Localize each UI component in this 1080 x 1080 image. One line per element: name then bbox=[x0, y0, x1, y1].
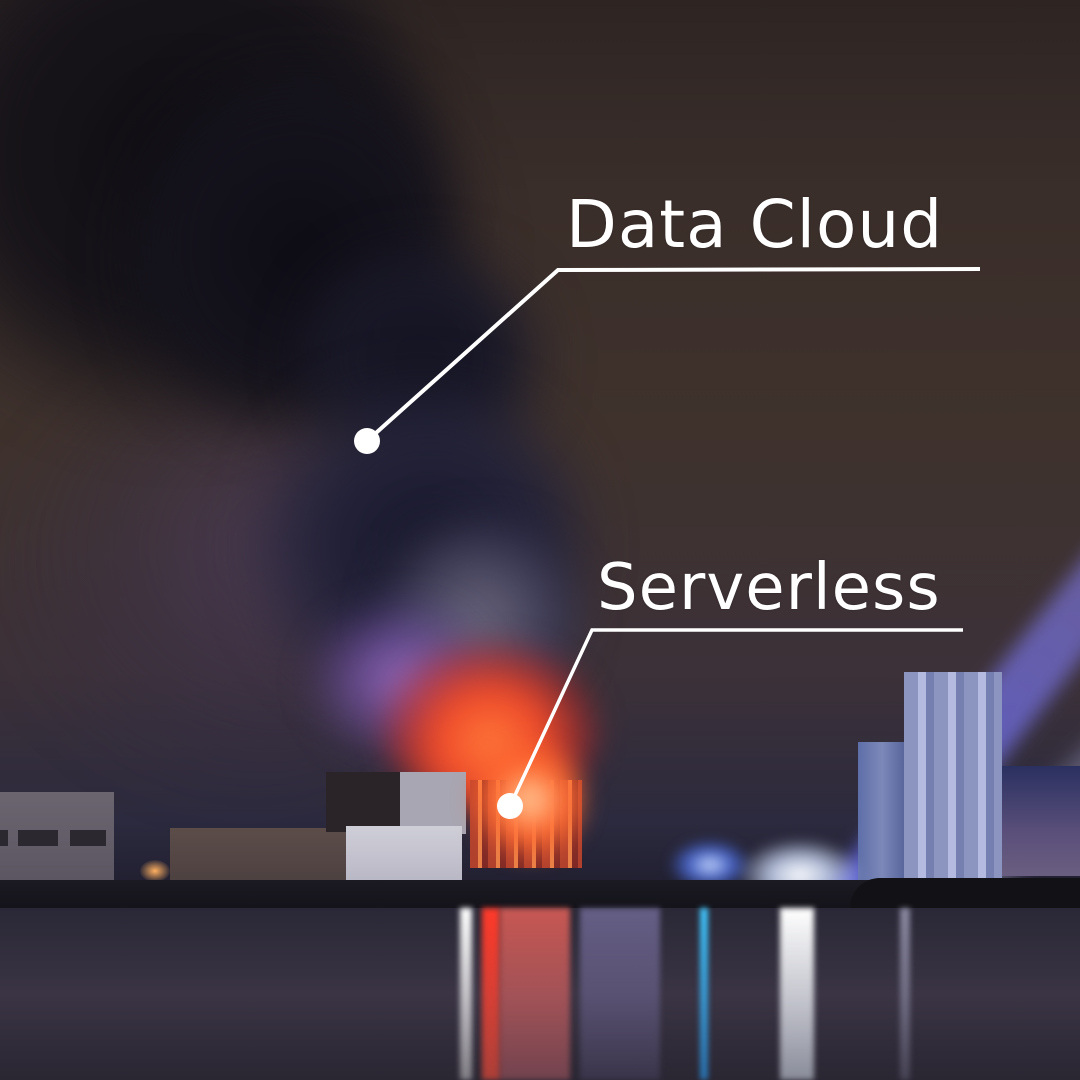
water-reflection bbox=[460, 908, 472, 1080]
building-warehouse-left bbox=[0, 792, 114, 887]
window bbox=[70, 830, 106, 846]
water-reflection bbox=[700, 908, 708, 1080]
callout-dot-icon bbox=[497, 793, 523, 819]
callout-serverless bbox=[497, 628, 963, 819]
building-dark bbox=[326, 772, 406, 832]
water-reflection bbox=[482, 908, 500, 1080]
water-reflection bbox=[780, 908, 814, 1080]
water-reflection bbox=[580, 908, 660, 1080]
street-light bbox=[140, 860, 170, 882]
window bbox=[0, 830, 8, 846]
building-right bbox=[1002, 766, 1080, 876]
water-reflection bbox=[500, 908, 570, 1080]
window bbox=[18, 830, 58, 846]
building-white bbox=[346, 826, 462, 884]
callout-dot-icon bbox=[354, 428, 380, 454]
building-silo bbox=[904, 672, 1002, 884]
label-data-cloud: Data Cloud bbox=[566, 186, 944, 263]
building-gray bbox=[400, 772, 466, 834]
label-serverless: Serverless bbox=[597, 551, 941, 625]
building-low-brown bbox=[170, 828, 350, 884]
callout-data-cloud bbox=[354, 267, 981, 454]
building-tower bbox=[858, 742, 906, 884]
water-reflection bbox=[900, 908, 910, 1080]
